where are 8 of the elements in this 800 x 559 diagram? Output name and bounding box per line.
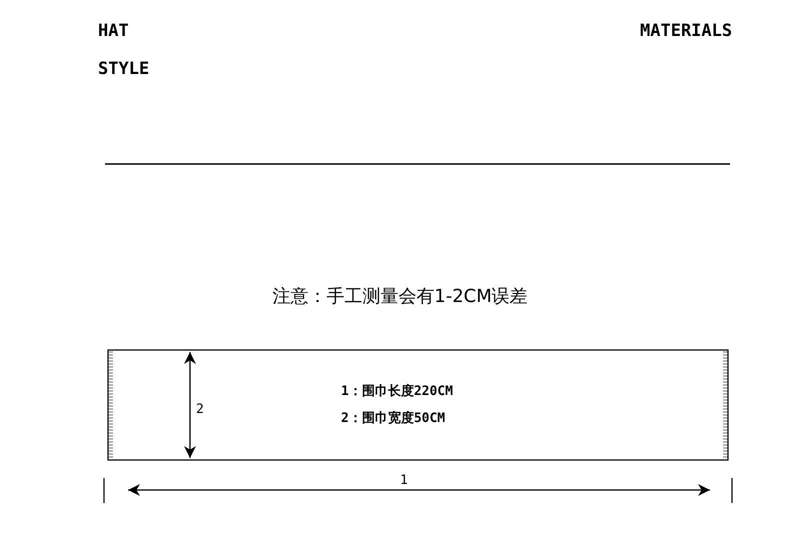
measurement-note: 2：围巾宽度50CM [341, 412, 446, 425]
measurement-note: 1：围巾长度220CM [341, 385, 453, 398]
note-text: 注意：手工测量会有1-2CM误差 [272, 288, 528, 306]
heading-label: HAT [98, 23, 129, 40]
heading-label: STYLE [98, 61, 150, 78]
dimension-label: 2 [196, 403, 204, 416]
dimension-label: 1 [400, 474, 408, 487]
heading-label: MATERIALS [640, 23, 732, 40]
